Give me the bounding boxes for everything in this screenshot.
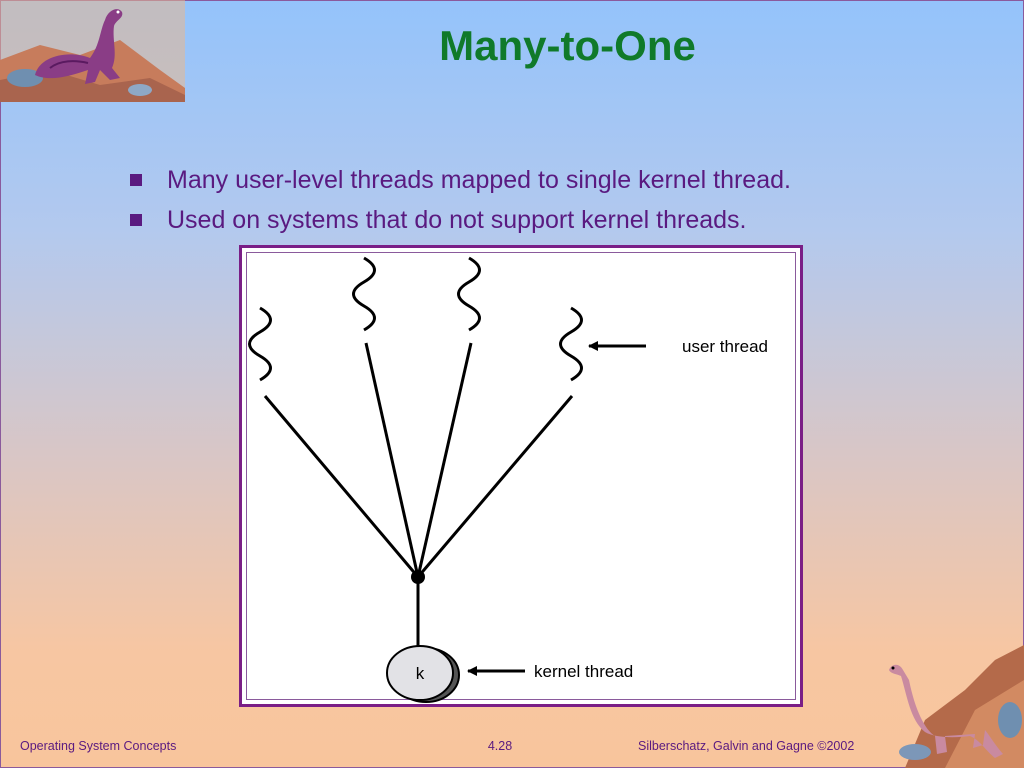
user-thread-squiggle bbox=[248, 306, 272, 382]
bullet-text: Used on systems that do not support kern… bbox=[167, 205, 747, 234]
user-thread-label: user thread bbox=[682, 337, 768, 356]
bullet-list: Many user-level threads mapped to single… bbox=[130, 160, 791, 240]
user-thread-squiggle bbox=[559, 306, 583, 382]
bullet-item: Many user-level threads mapped to single… bbox=[130, 160, 791, 200]
dinosaur-bottom-right-icon bbox=[889, 645, 1024, 768]
user-thread-squiggle bbox=[352, 256, 376, 332]
square-bullet-icon bbox=[130, 174, 142, 186]
square-bullet-icon bbox=[130, 214, 142, 226]
kernel-node bbox=[386, 645, 454, 701]
many-to-one-diagram: k user thread kernel thread bbox=[239, 245, 803, 707]
diagram-inner-frame bbox=[246, 252, 796, 700]
mapping-line bbox=[364, 342, 420, 578]
bullet-item: Used on systems that do not support kern… bbox=[130, 200, 791, 240]
footer-copyright: Silberschatz, Galvin and Gagne ©2002 bbox=[638, 739, 855, 753]
footer-course-title: Operating System Concepts bbox=[20, 739, 177, 753]
footer-slide-number: 4.28 bbox=[487, 739, 513, 753]
slide-title: Many-to-One bbox=[439, 22, 696, 69]
mapping-line bbox=[416, 395, 574, 578]
mapping-line bbox=[416, 342, 473, 578]
user-thread-squiggle bbox=[457, 256, 481, 332]
mapping-line bbox=[263, 395, 420, 578]
bullet-text: Many user-level threads mapped to single… bbox=[167, 165, 791, 194]
kernel-node-label: k bbox=[416, 664, 425, 683]
dinosaur-top-left-icon bbox=[0, 0, 185, 102]
kernel-thread-label: kernel thread bbox=[534, 662, 633, 681]
diagram-canvas: k user thread kernel thread bbox=[248, 256, 768, 703]
